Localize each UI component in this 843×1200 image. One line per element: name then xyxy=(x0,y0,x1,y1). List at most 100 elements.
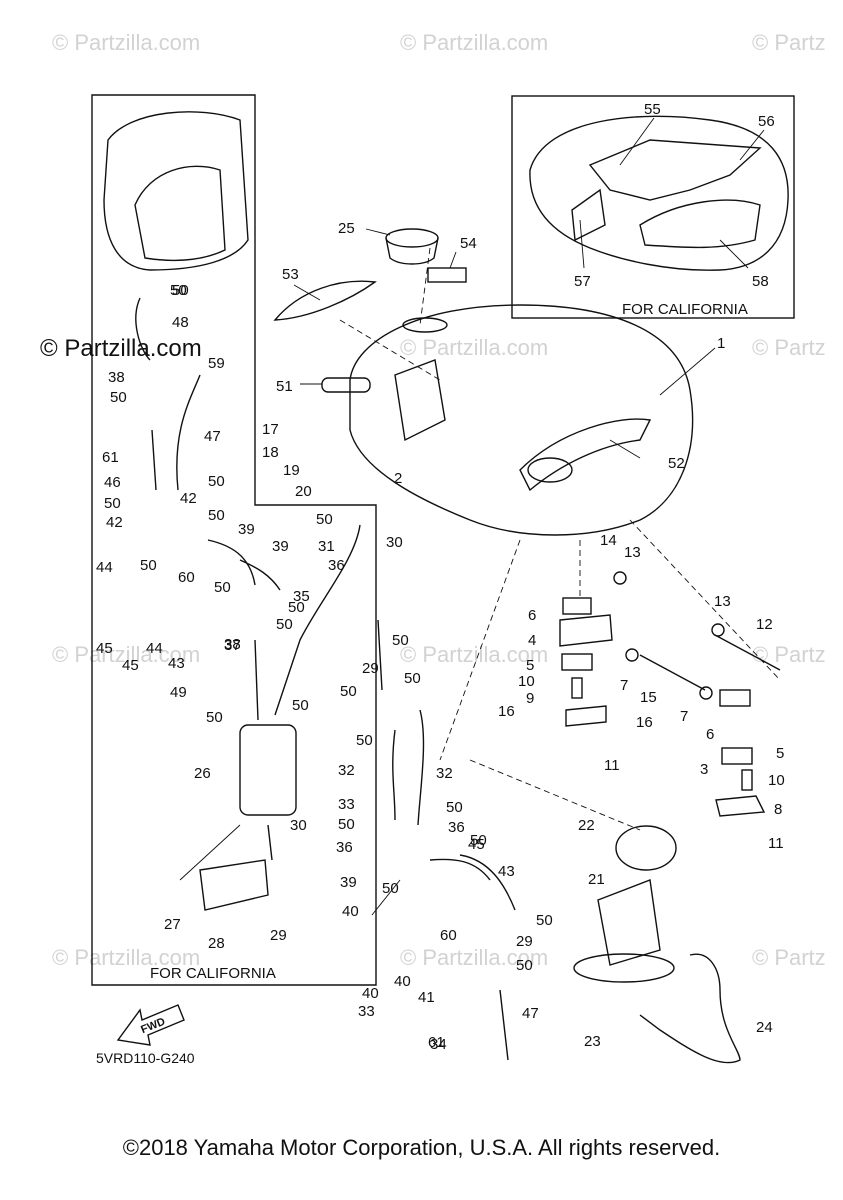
part-label: 56 xyxy=(758,113,775,130)
watermark: © Partzilla.com xyxy=(52,945,201,970)
part-label-50: 50 xyxy=(516,957,533,974)
part-label: 17 xyxy=(262,421,279,438)
part-label: 33 xyxy=(338,796,355,813)
part-label-50: 50 xyxy=(446,799,463,816)
part-label: 42 xyxy=(180,490,197,507)
part-label-50: 50 xyxy=(104,495,121,512)
hose-46 xyxy=(151,429,157,491)
hose-43 xyxy=(459,854,516,911)
damper xyxy=(562,597,592,615)
part-label: 42 xyxy=(106,514,123,531)
part-label: 2 xyxy=(394,470,402,487)
washer xyxy=(625,648,639,662)
leader-line xyxy=(739,129,765,161)
hose-26 xyxy=(377,619,383,691)
pump-plate xyxy=(573,953,675,983)
part-label-50: 50 xyxy=(214,579,231,596)
part-label: 7 xyxy=(620,677,628,694)
part-label: 19 xyxy=(283,462,300,479)
part-label-50: 50 xyxy=(110,389,127,406)
part-label: 36 xyxy=(448,819,465,836)
part-label: 40 xyxy=(394,973,411,990)
pump-harness xyxy=(639,953,741,1064)
part-label-50: 50 xyxy=(172,282,189,299)
part-label: 36 xyxy=(328,557,345,574)
california-inset-frame xyxy=(511,95,795,319)
pump-gasket xyxy=(615,825,677,871)
leader-line xyxy=(469,759,641,831)
part-label: 40 xyxy=(362,985,379,1002)
mount-bolt xyxy=(714,634,781,671)
part-label-50: 50 xyxy=(208,473,225,490)
leader-line xyxy=(659,347,716,396)
fuel-tank-body xyxy=(349,304,694,536)
inset-panel-56 xyxy=(588,139,762,201)
part-label: 16 xyxy=(498,703,515,720)
part-label: 55 xyxy=(644,101,661,118)
emblem-51 xyxy=(321,377,371,393)
part-label: 21 xyxy=(588,871,605,888)
sticker-54 xyxy=(427,267,467,283)
leader-line xyxy=(371,879,401,916)
watermark: © Partzilla.com xyxy=(52,30,201,55)
damper xyxy=(721,747,753,765)
part-label: 41 xyxy=(418,989,435,1006)
washer xyxy=(613,571,627,585)
part-label: 13 xyxy=(714,593,731,610)
damper xyxy=(719,689,751,707)
damper xyxy=(561,653,593,671)
fwd-arrow xyxy=(116,1004,185,1046)
leader-line xyxy=(339,319,441,381)
hose-47 xyxy=(176,374,201,491)
part-label: 40 xyxy=(342,903,359,920)
leader-line xyxy=(629,519,781,681)
part-label: 5 xyxy=(526,657,534,674)
collar xyxy=(741,769,753,791)
diagram-code: 5VRD110-G240 xyxy=(96,1050,195,1066)
caption-for-california: FOR CALIFORNIA xyxy=(622,301,748,318)
part-label: 47 xyxy=(522,1005,539,1022)
part-label: 34 xyxy=(430,1036,447,1053)
watermark: © Partz xyxy=(752,335,826,360)
part-label: 20 xyxy=(295,483,312,500)
part-label: 47 xyxy=(204,428,221,445)
part-label: 22 xyxy=(578,817,595,834)
part-label: 4 xyxy=(528,632,536,649)
part-label-50: 50 xyxy=(276,616,293,633)
part-label: 10 xyxy=(768,772,785,789)
hose-40 xyxy=(207,539,256,586)
part-label: 38 xyxy=(108,369,125,386)
part-label: 7 xyxy=(680,708,688,725)
part-label-50: 50 xyxy=(338,816,355,833)
part-label: 25 xyxy=(338,220,355,237)
part-label: 37 xyxy=(224,637,241,654)
part-label: 60 xyxy=(178,569,195,586)
watermark: © Partz xyxy=(752,945,826,970)
left-tank-panel xyxy=(134,165,226,262)
leader-line xyxy=(619,117,655,166)
part-label: 60 xyxy=(440,927,457,944)
watermark: © Partzilla.com xyxy=(52,642,201,667)
part-label: 29 xyxy=(270,927,287,944)
watermark: © Partz xyxy=(752,30,826,55)
part-label: 52 xyxy=(668,455,685,472)
bracket-8 xyxy=(715,795,766,817)
watermark: © Partz xyxy=(752,642,826,667)
leader-line xyxy=(365,228,391,236)
left-tank-outline xyxy=(103,111,249,271)
watermark: © Partzilla.com xyxy=(400,335,549,360)
part-label: 24 xyxy=(756,1019,773,1036)
part-label-50: 50 xyxy=(288,599,305,616)
part-label-50: 50 xyxy=(206,709,223,726)
part-label: 9 xyxy=(526,690,534,707)
part-label: 36 xyxy=(336,839,353,856)
hose-45 xyxy=(429,858,491,881)
part-label: 44 xyxy=(146,640,163,657)
part-label: 54 xyxy=(460,235,477,252)
tank-emblem xyxy=(527,457,573,483)
part-label: 29 xyxy=(516,933,533,950)
part-label: 57 xyxy=(574,273,591,290)
leader-line xyxy=(719,239,749,269)
watermark: © Partzilla.com xyxy=(400,30,549,55)
leader-line xyxy=(579,219,585,269)
